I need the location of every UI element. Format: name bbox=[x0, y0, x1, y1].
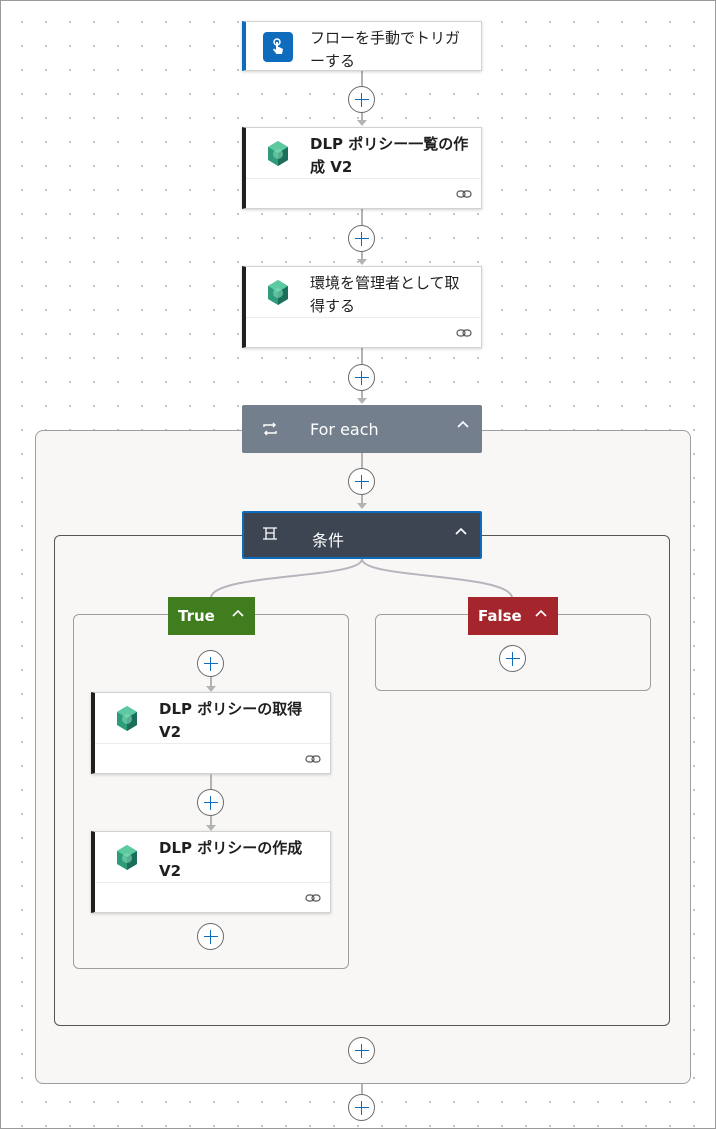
connection-link-icon[interactable] bbox=[456, 326, 472, 338]
action-title: 環境を管理者として取得する bbox=[310, 274, 460, 315]
true-branch-header[interactable]: True bbox=[168, 597, 255, 635]
trigger-card[interactable]: フローを手動でトリガーする bbox=[242, 21, 482, 71]
action-title: DLP ポリシー一覧の作成 V2 bbox=[310, 135, 469, 176]
divider bbox=[95, 743, 330, 744]
chevron-up-icon[interactable] bbox=[454, 524, 468, 538]
loop-icon bbox=[262, 421, 278, 440]
add-step-button[interactable] bbox=[348, 1037, 375, 1064]
trigger-title: フローを手動でトリガーする bbox=[310, 29, 461, 70]
false-label: False bbox=[478, 607, 522, 625]
action-card-list-dlp[interactable]: DLP ポリシー一覧の作成 V2 bbox=[242, 127, 482, 209]
connection-link-icon[interactable] bbox=[305, 891, 321, 903]
action-title: DLP ポリシーの取得 V2 bbox=[159, 700, 303, 741]
chevron-up-icon[interactable] bbox=[456, 417, 470, 431]
false-branch-header[interactable]: False bbox=[468, 597, 558, 635]
add-step-button[interactable] bbox=[348, 1094, 375, 1121]
divider bbox=[246, 317, 481, 318]
foreach-header[interactable]: For each bbox=[242, 405, 482, 453]
power-platform-icon bbox=[263, 278, 293, 308]
condition-label: 条件 bbox=[312, 531, 345, 550]
chevron-up-icon[interactable] bbox=[231, 607, 245, 621]
condition-icon bbox=[262, 526, 278, 546]
chevron-up-icon[interactable] bbox=[534, 607, 548, 621]
action-card-get-dlp[interactable]: DLP ポリシーの取得 V2 bbox=[91, 692, 331, 774]
action-title: DLP ポリシーの作成 V2 bbox=[159, 839, 303, 880]
power-platform-icon bbox=[112, 704, 142, 734]
connection-link-icon[interactable] bbox=[456, 187, 472, 199]
add-step-button[interactable] bbox=[348, 468, 375, 495]
add-step-button[interactable] bbox=[499, 645, 526, 672]
add-step-button[interactable] bbox=[348, 364, 375, 391]
foreach-label: For each bbox=[310, 420, 379, 439]
add-step-button[interactable] bbox=[348, 86, 375, 113]
power-platform-icon bbox=[112, 843, 142, 873]
add-step-button[interactable] bbox=[197, 789, 224, 816]
divider bbox=[95, 882, 330, 883]
connection-link-icon[interactable] bbox=[305, 752, 321, 764]
true-label: True bbox=[178, 607, 215, 625]
add-step-button[interactable] bbox=[197, 923, 224, 950]
action-card-create-dlp[interactable]: DLP ポリシーの作成 V2 bbox=[91, 831, 331, 913]
add-step-button[interactable] bbox=[197, 650, 224, 677]
action-card-get-environments[interactable]: 環境を管理者として取得する bbox=[242, 266, 482, 348]
touch-icon bbox=[263, 32, 293, 62]
condition-header[interactable]: 条件 bbox=[242, 511, 482, 559]
power-platform-icon bbox=[263, 139, 293, 169]
add-step-button[interactable] bbox=[348, 225, 375, 252]
divider bbox=[246, 178, 481, 179]
